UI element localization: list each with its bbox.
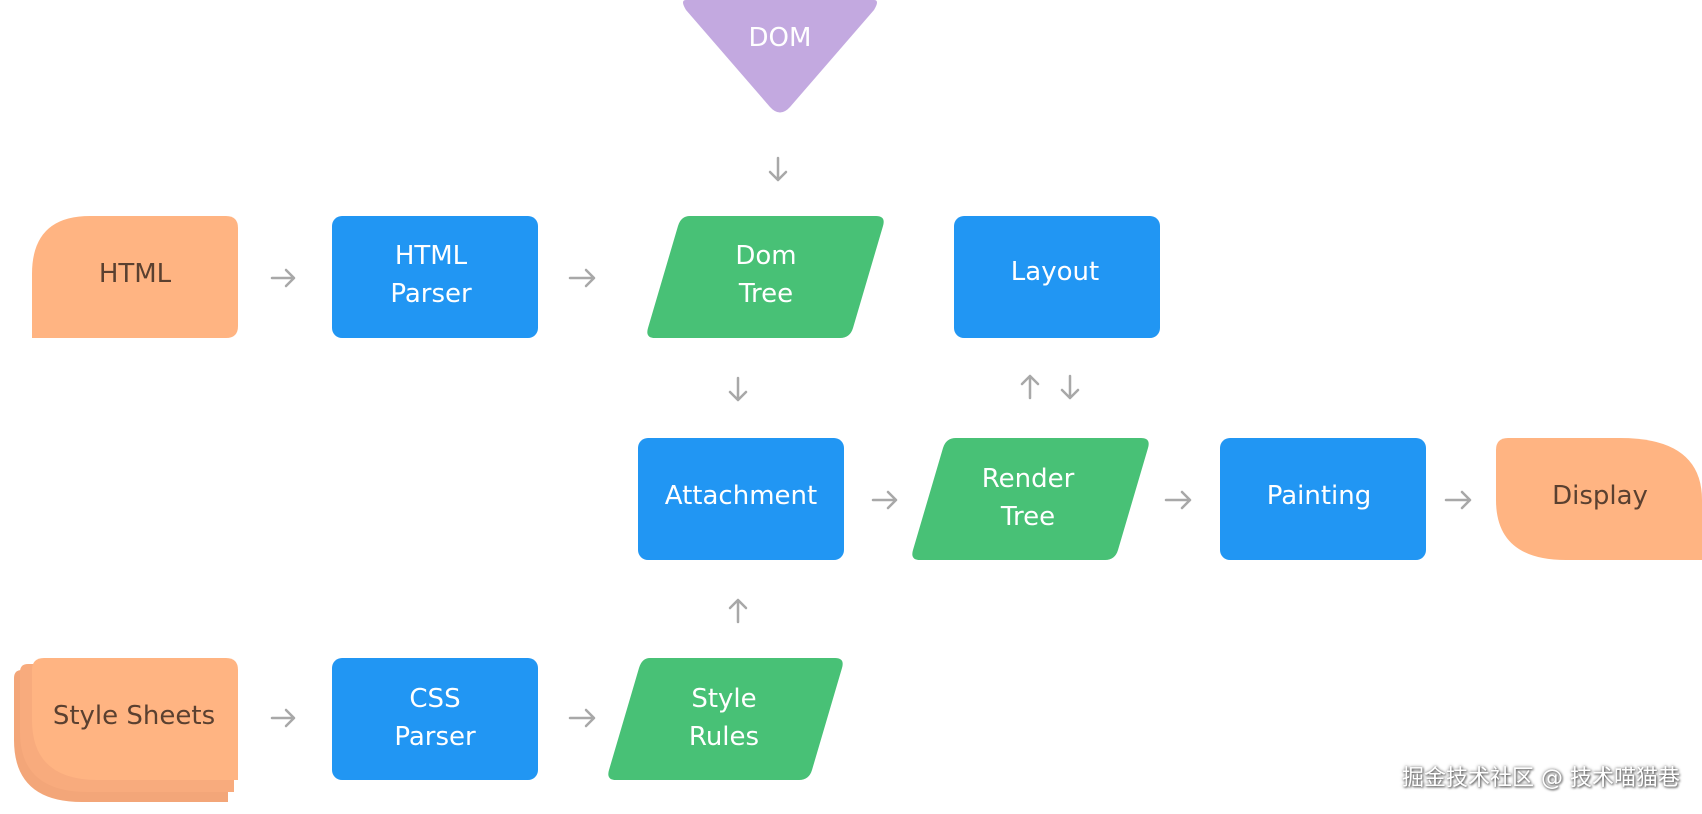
arrow-down-icon xyxy=(728,376,748,402)
arrow-down-icon xyxy=(1060,374,1080,400)
node-style-sheets-label: Style Sheets xyxy=(53,701,215,731)
node-painting: Painting xyxy=(1220,438,1426,560)
node-attachment-label: Attachment xyxy=(665,481,817,511)
node-html-label: HTML xyxy=(99,259,172,289)
node-dom-label: DOM xyxy=(749,23,812,53)
node-painting-label: Painting xyxy=(1267,481,1372,511)
node-dom-tree-label-line1: Dom xyxy=(735,241,796,271)
arrow-right-icon xyxy=(270,268,296,288)
arrow-right-icon xyxy=(1444,490,1472,510)
node-css-parser-label-line1: CSS xyxy=(409,684,460,714)
arrow-up-icon xyxy=(728,598,748,624)
node-render-tree-label-line1: Render xyxy=(982,464,1075,494)
arrow-down-icon xyxy=(768,156,788,182)
node-render-tree-label-line2: Tree xyxy=(1000,502,1055,532)
node-css-parser: CSS Parser xyxy=(332,658,538,780)
node-attachment: Attachment xyxy=(638,438,844,560)
node-style-rules-label-line2: Rules xyxy=(689,722,759,752)
arrow-right-icon xyxy=(270,708,296,728)
arrow-right-icon xyxy=(568,708,596,728)
arrow-right-icon xyxy=(568,268,596,288)
node-render-tree: Render Tree xyxy=(912,438,1149,560)
node-style-sheets: Style Sheets xyxy=(14,658,238,802)
node-layout: Layout xyxy=(954,216,1160,338)
node-style-rules-label-line1: Style xyxy=(691,684,756,714)
watermark: 掘金技术社区 @ 技术喵猫巷 xyxy=(1402,766,1680,791)
arrows xyxy=(270,156,1472,728)
node-layout-label: Layout xyxy=(1011,257,1099,287)
node-style-rules: Style Rules xyxy=(608,658,843,780)
node-html-parser-label-line2: Parser xyxy=(390,279,472,309)
node-display-label: Display xyxy=(1552,481,1648,511)
node-html-parser-label-line1: HTML xyxy=(395,241,468,271)
node-dom-tree-label-line2: Tree xyxy=(738,279,793,309)
node-html: HTML xyxy=(32,216,238,338)
arrow-right-icon xyxy=(871,490,898,510)
node-html-parser: HTML Parser xyxy=(332,216,538,338)
arrow-up-icon xyxy=(1020,374,1040,400)
node-css-parser-label-line2: Parser xyxy=(394,722,476,752)
node-dom-tree: Dom Tree xyxy=(647,216,884,338)
node-display: Display xyxy=(1496,438,1702,560)
node-dom: DOM xyxy=(683,0,877,113)
arrow-right-icon xyxy=(1164,490,1192,510)
